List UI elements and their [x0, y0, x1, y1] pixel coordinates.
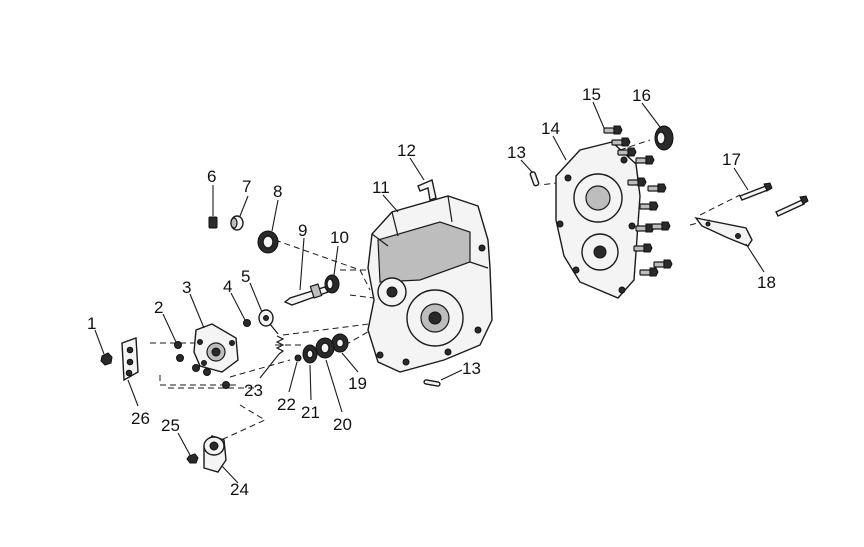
callout-16: 16 — [632, 86, 651, 105]
part-16-seal — [654, 125, 674, 151]
part-23-spring — [275, 335, 285, 355]
callout-18: 18 — [757, 273, 776, 292]
callout-6: 6 — [207, 167, 216, 186]
callout-21: 21 — [301, 403, 320, 422]
part-10-gear — [324, 274, 340, 294]
part-7-bushing — [230, 215, 244, 231]
callout-12: 12 — [397, 141, 416, 160]
callout-25: 25 — [161, 416, 180, 435]
part-25-screw — [186, 453, 199, 464]
callout-4: 4 — [223, 277, 232, 296]
part-21-washer — [302, 344, 318, 364]
part-20-bearing — [315, 337, 335, 359]
callout-13-top: 13 — [507, 143, 526, 162]
part-13-dowel-pin-bottom — [423, 379, 441, 387]
callout-9: 9 — [298, 221, 307, 240]
part-6-key — [208, 216, 218, 229]
callout-10: 10 — [330, 228, 349, 247]
callout-17: 17 — [722, 150, 741, 169]
part-13-dowel-pin-top — [529, 171, 540, 187]
part-8-seal — [257, 230, 279, 254]
part-24-cap — [203, 435, 227, 473]
callout-14: 14 — [541, 119, 560, 138]
callout-11: 11 — [372, 178, 390, 197]
part-4-washer — [243, 319, 251, 327]
callout-24: 24 — [230, 480, 249, 499]
callout-labels: 1 2 3 4 5 6 7 8 9 10 11 12 13 14 15 16 1… — [87, 85, 776, 499]
callout-20: 20 — [333, 415, 352, 434]
part-11-main-case — [367, 195, 493, 373]
callout-15: 15 — [582, 85, 601, 104]
part-12-vent-tube — [417, 179, 437, 201]
part-5-lever — [258, 309, 279, 335]
callout-8: 8 — [273, 182, 282, 201]
part-14-cover — [555, 141, 641, 299]
callout-23: 23 — [244, 381, 263, 400]
callout-26: 26 — [131, 409, 150, 428]
part-9-shaft — [283, 283, 330, 306]
callout-2: 2 — [154, 298, 163, 317]
part-22-ring — [294, 354, 302, 362]
callout-7: 7 — [242, 177, 251, 196]
callout-13-bottom: 13 — [462, 359, 481, 378]
leader-lines — [94, 101, 765, 484]
part-26-bracket — [121, 337, 139, 382]
callout-22: 22 — [277, 395, 296, 414]
callout-3: 3 — [182, 278, 191, 297]
part-17-bolts — [739, 182, 809, 217]
callout-1: 1 — [87, 314, 96, 333]
part-18-bracket — [694, 216, 753, 247]
callout-5: 5 — [241, 267, 250, 286]
part-3-housing — [193, 323, 239, 373]
part-1-nut — [100, 352, 113, 366]
part-15-bolts — [603, 125, 673, 277]
part-2-screws — [174, 341, 230, 389]
callout-19: 19 — [348, 374, 367, 393]
